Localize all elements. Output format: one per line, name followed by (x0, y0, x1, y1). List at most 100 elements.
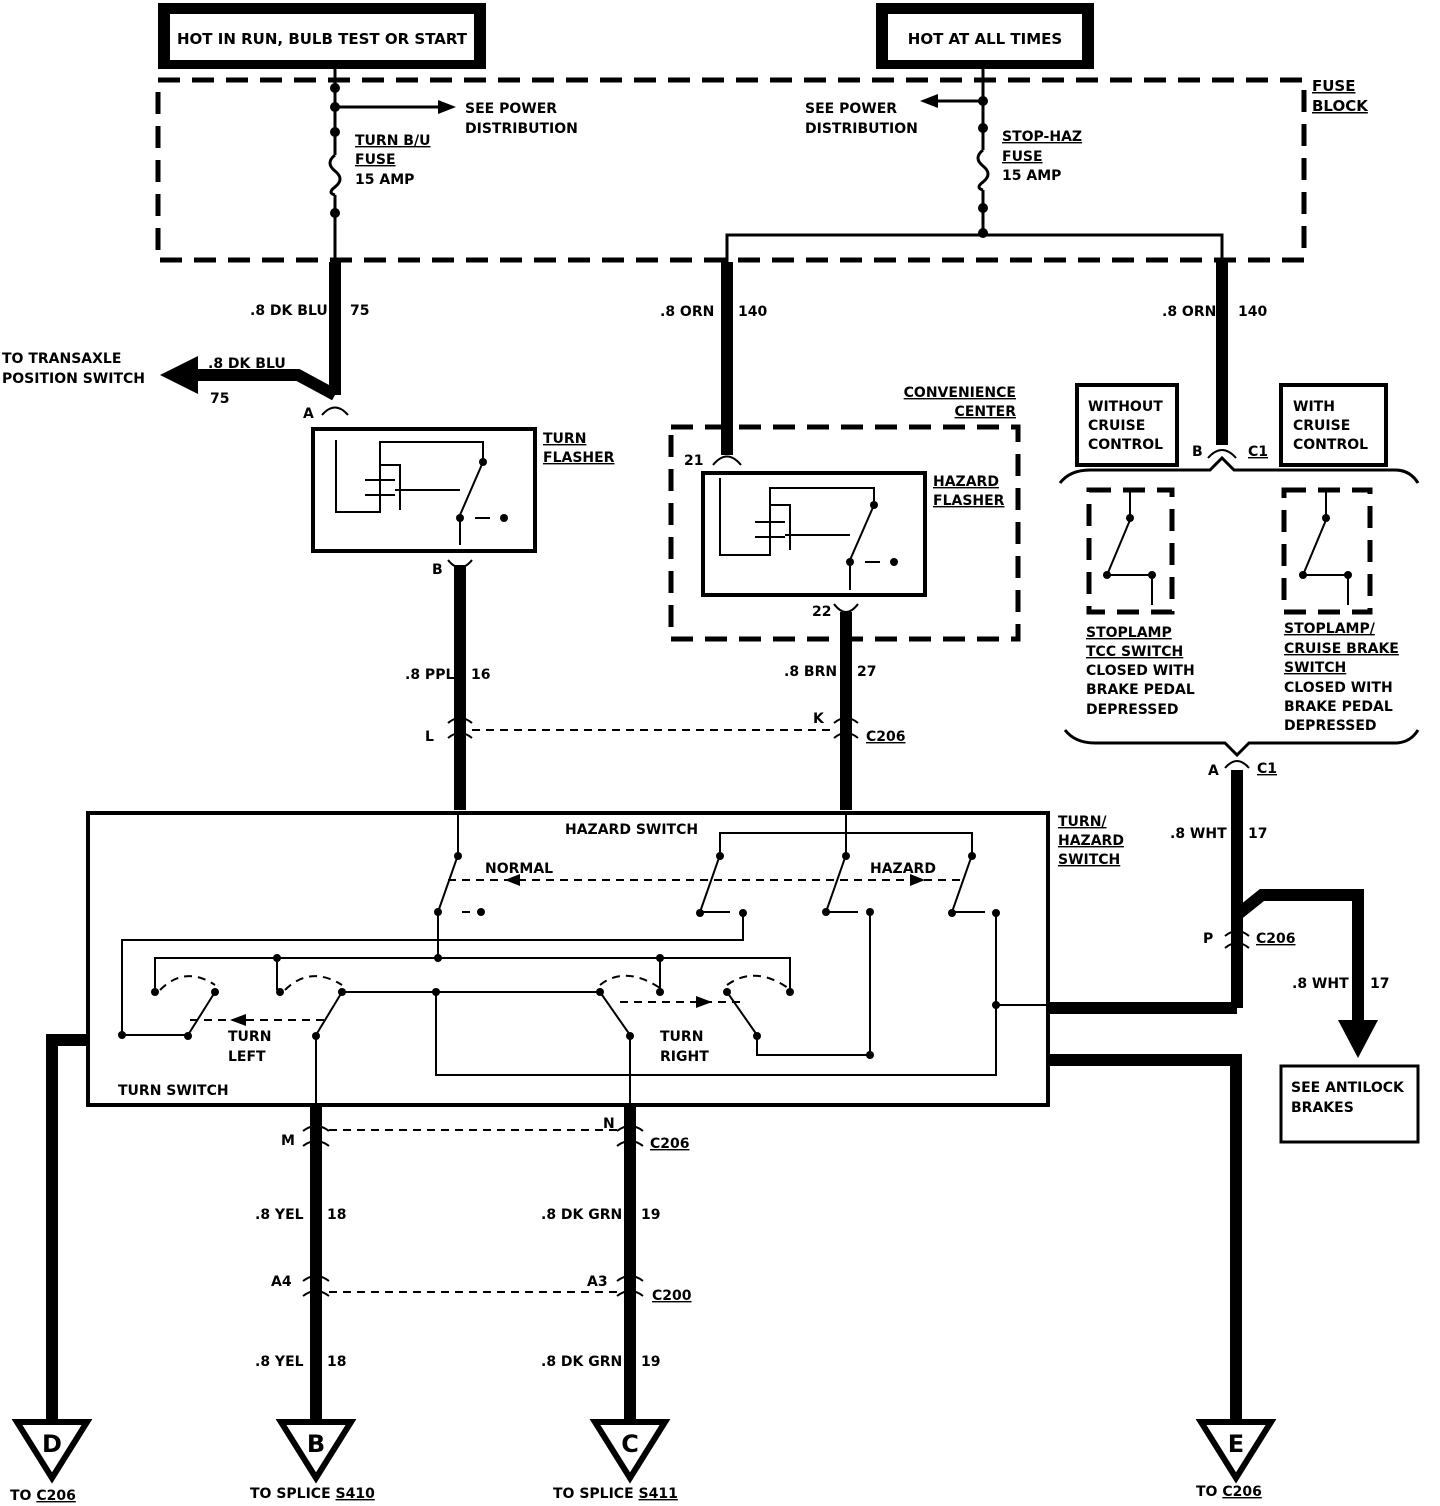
connector-c206-b: C206 (1256, 931, 1296, 947)
connector-b-c1-icon (1207, 449, 1237, 459)
turn-flasher-label: TURN (543, 431, 586, 447)
stoplamp-cruise-switch-contact (1302, 490, 1349, 605)
ppl-gauge: .8 PPL (405, 667, 454, 683)
wire-to-e (1048, 1054, 1242, 1425)
grn2-circuit: 19 (641, 1354, 660, 1370)
stop-fuse-label-2: FUSE (1002, 149, 1043, 165)
stoplamp-tcc-line-1: STOPLAMP (1086, 625, 1172, 641)
connector-a4-label: A4 (271, 1274, 292, 1290)
stoplamp-tcc-line-4: BRAKE PEDAL (1086, 682, 1195, 698)
hazard-label: HAZARD (870, 861, 936, 877)
turn-switch-contacts (118, 912, 1048, 1105)
turn-left-label-2: LEFT (228, 1049, 266, 1065)
with-cruise-label: WITH (1293, 399, 1335, 415)
svg-text:TO C206: TO C206 (10, 1488, 76, 1504)
grn-gauge: .8 DK GRN (541, 1207, 622, 1223)
stoplamp-cruise-line-4: CLOSED WITH (1284, 680, 1393, 696)
turn-fuse-rating: 15 AMP (355, 172, 414, 188)
connector-a-c1-icon (1224, 760, 1250, 769)
connector-b-icon (447, 559, 473, 569)
connector-a-label: A (303, 406, 314, 422)
connector-a-icon (321, 406, 349, 416)
turn-right-label-2: RIGHT (660, 1049, 709, 1065)
normal-label: NORMAL (485, 861, 553, 877)
connector-p-label: P (1203, 931, 1213, 947)
turn-flasher-box (311, 427, 537, 553)
turn-hazard-switch-box (86, 811, 1050, 1107)
terminal-b-letter: B (307, 1430, 325, 1458)
see-antilock-box (1279, 1064, 1420, 1144)
connector-22-icon (833, 603, 859, 613)
fuse-block-label-2: BLOCK (1312, 97, 1369, 115)
wht-gauge: .8 WHT (1170, 826, 1227, 842)
transaxle-circuit: 75 (210, 391, 229, 407)
with-cruise-label-2: CRUISE (1293, 418, 1350, 434)
wht2-gauge: .8 WHT (1292, 976, 1349, 992)
stoplamp-cruise-line-2: CRUISE BRAKE (1284, 641, 1399, 657)
turn-hazard-switch-label-3: SWITCH (1058, 852, 1120, 868)
terminal-d-letter: D (42, 1430, 62, 1458)
connector-c1-bottom: C1 (1257, 761, 1277, 777)
connector-n-label: N (603, 1116, 615, 1132)
without-cruise-label-2: CRUISE (1088, 418, 1145, 434)
turn-fuse-label-2: FUSE (355, 152, 396, 168)
hazard-flasher-contact (849, 504, 880, 590)
connector-k-icon (833, 717, 859, 739)
hazard-switch-label: HAZARD SWITCH (565, 822, 698, 838)
hazard-flasher-label: HAZARD (933, 474, 999, 490)
stoplamp-cruise-label: STOPLAMP/ CRUISE BRAKE SWITCH CLOSED WIT… (1284, 621, 1399, 734)
connector-m-icon (302, 1125, 330, 1147)
turn-left-label: TURN (228, 1029, 271, 1045)
stoplamp-cruise-line-3: SWITCH (1284, 660, 1346, 676)
supply-box-right: HOT AT ALL TIMES (876, 3, 1094, 69)
connector-m-label: M (281, 1133, 295, 1149)
connector-a3-label: A3 (587, 1274, 608, 1290)
connector-c200: C200 (652, 1288, 692, 1304)
without-cruise-box (1075, 383, 1179, 467)
see-power-left-2: DISTRIBUTION (465, 121, 578, 137)
see-power-right-2: DISTRIBUTION (805, 121, 918, 137)
brn-gauge: .8 BRN (784, 664, 837, 680)
connector-21-label: 21 (684, 453, 703, 469)
connector-a3-icon (616, 1275, 644, 1297)
wht-circuit: 17 (1248, 826, 1267, 842)
wht2-circuit: 17 (1370, 976, 1389, 992)
stoplamp-tcc-line-5: DEPRESSED (1086, 702, 1179, 718)
see-power-right: SEE POWER (805, 101, 897, 117)
connector-b-c1-label: B (1192, 444, 1203, 460)
hazard-switch-contacts (121, 813, 1000, 1055)
turn-hazard-switch-label: TURN/ (1058, 814, 1107, 830)
option-brace-bottom (1063, 729, 1420, 758)
terminal-e: E TO C206 (1195, 1419, 1277, 1500)
fuse-block-outline (155, 77, 1307, 263)
transaxle-label-2: POSITION SWITCH (2, 371, 145, 387)
supply-box-left: HOT IN RUN, BULB TEST OR START (158, 3, 486, 69)
orn-mid-gauge: .8 ORN (660, 304, 714, 320)
connector-c206-c: C206 (650, 1136, 690, 1152)
connector-p-icon (1224, 930, 1250, 949)
connector-c1-top: C1 (1248, 444, 1268, 460)
turn-right-label: TURN (660, 1029, 703, 1045)
svg-text:TO SPLICE S410: TO SPLICE S410 (250, 1486, 375, 1502)
stop-haz-bus (725, 233, 1224, 262)
orn-right-gauge: .8 ORN (1162, 304, 1216, 320)
svg-text:TO SPLICE S411: TO SPLICE S411 (553, 1486, 678, 1502)
without-cruise-label-3: CONTROL (1088, 437, 1163, 453)
option-brace-top (1058, 455, 1420, 484)
stoplamp-cruise-line-1: STOPLAMP/ (1284, 621, 1376, 637)
turn-switch-label: TURN SWITCH (118, 1083, 229, 1099)
yel-circuit: 18 (327, 1207, 346, 1223)
connector-l-icon (447, 717, 473, 739)
grn-circuit: 19 (641, 1207, 660, 1223)
turn-flasher-contact (459, 461, 490, 545)
connector-k-label: K (813, 711, 825, 727)
wht-antilock-wire (1233, 889, 1364, 1025)
stop-fuse-label: STOP-HAZ (1002, 129, 1082, 145)
hazard-flasher-box (701, 471, 927, 597)
stoplamp-tcc-label: STOPLAMP TCC SWITCH CLOSED WITH BRAKE PE… (1086, 625, 1195, 718)
terminal-b: B TO SPLICE S410 (250, 1419, 375, 1502)
supply-label-left: HOT IN RUN, BULB TEST OR START (177, 30, 468, 48)
with-cruise-box (1279, 383, 1388, 467)
connector-n-icon (616, 1125, 644, 1147)
